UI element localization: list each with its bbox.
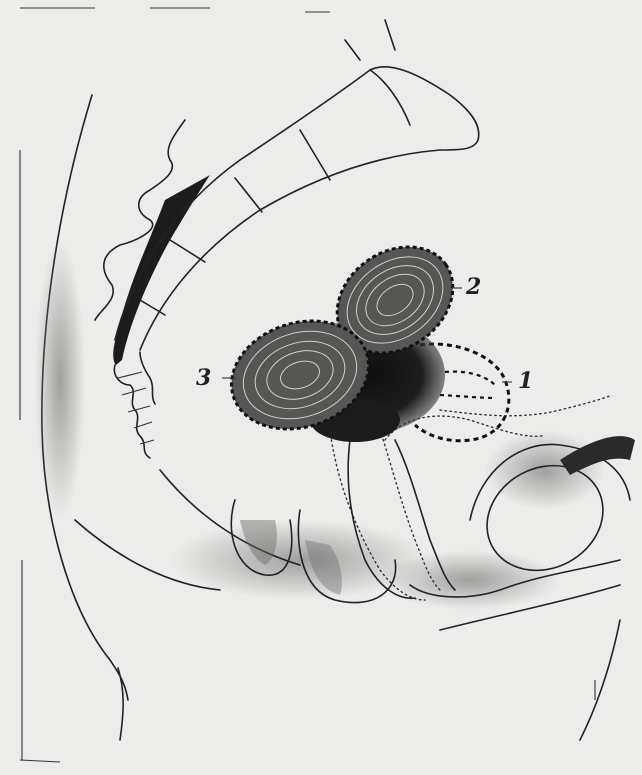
- sacral-segment-1: [170, 240, 205, 262]
- back-shading: [35, 240, 85, 520]
- bladder-top-dotted: [440, 395, 612, 416]
- sacral-segment-3: [235, 178, 262, 212]
- lumbar-disc-line: [370, 70, 410, 125]
- coccyx: [114, 352, 155, 458]
- spine-line-top: [345, 40, 360, 60]
- uterus-1-cavity-top: [445, 372, 495, 385]
- spine-line-top-2: [385, 20, 395, 50]
- sacrum-back-edge: [115, 70, 370, 340]
- sacral-segment-4: [300, 130, 330, 180]
- sacral-dark-band: [113, 175, 210, 365]
- frame-bottom-left: [20, 760, 60, 762]
- thigh-contour-left: [118, 668, 123, 740]
- lumbar-body-outline: [370, 67, 479, 150]
- label-2: 2: [465, 274, 481, 300]
- label-1: 1: [518, 368, 533, 394]
- uterus-1-cavity-bottom: [440, 395, 496, 398]
- thigh-contour-right: [580, 620, 620, 740]
- pubic-shading: [485, 430, 605, 510]
- coccyx-outline-left: [114, 365, 150, 458]
- coccyx-outline-right: [140, 352, 155, 404]
- label-3: 3: [196, 365, 211, 391]
